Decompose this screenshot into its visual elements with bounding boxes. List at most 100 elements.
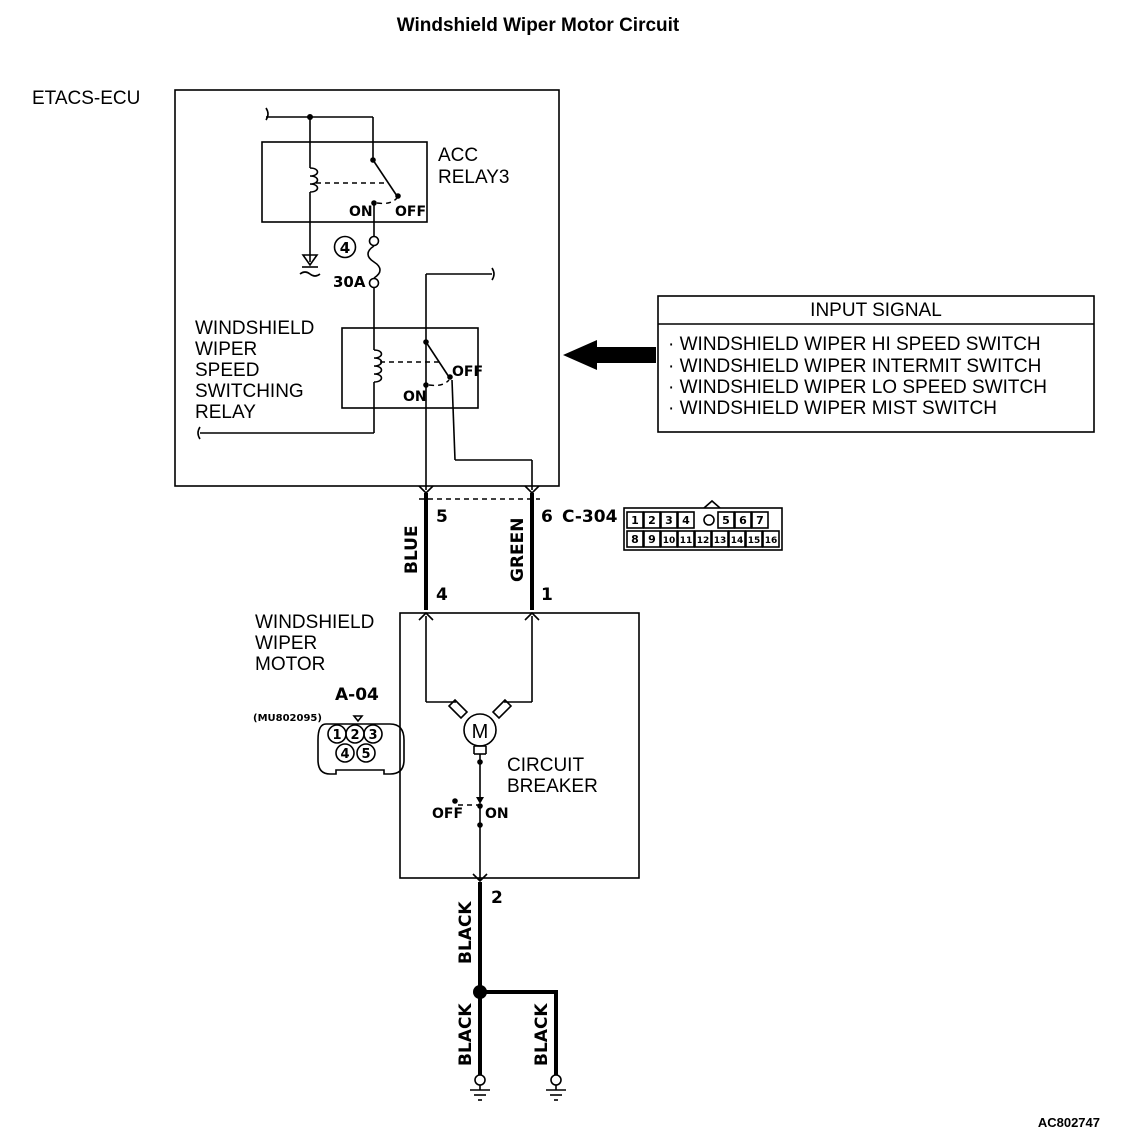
c304-pin-cell (762, 530, 780, 548)
supply-wire-top (265, 107, 373, 121)
ecu-connector-name: C-304 (562, 507, 618, 527)
c304-pin-label: 8 (631, 533, 639, 546)
a04-pin-label: 4 (340, 747, 349, 762)
wire-top-right (425, 267, 495, 385)
black-wire-branch (480, 990, 558, 1075)
c304-pin-label: 1 (631, 514, 639, 527)
motor-pin-4: 4 (436, 585, 448, 605)
black-wire-label-3: BLACK (532, 1003, 552, 1066)
ecu-connector-c304: 5 6 C-304 (418, 485, 618, 527)
c304-pin-cell (751, 511, 769, 529)
input-signal-item-1: · WINDSHIELD WIPER HI SPEED SWITCH (668, 334, 1041, 355)
black-wire-label-2: BLACK (456, 1003, 476, 1066)
input-signal-header: INPUT SIGNAL (810, 300, 942, 321)
ground-section: 2 BLACK BLACK BLACK (456, 873, 566, 1101)
diode-symbol (301, 254, 319, 267)
c304-pin-label: 12 (697, 536, 710, 546)
etacs-ecu-label: ETACS-ECU (32, 88, 140, 109)
c304-pin-cell (728, 530, 746, 548)
input-signal-item-2: · WINDSHIELD WIPER INTERMIT SWITCH (668, 356, 1041, 377)
fuse-number: 4 (340, 239, 350, 257)
c304-pin-cell (745, 530, 763, 548)
wiper-motor-box (399, 612, 640, 879)
motor-symbol-label: M (472, 721, 489, 743)
harness-wires: BLUE GREEN 4 1 (402, 493, 553, 621)
acc-relay-label-2: RELAY3 (438, 167, 509, 188)
a04-pin-label: 2 (350, 728, 359, 743)
speed-relay-on-label: ON (403, 389, 427, 405)
c304-pin-label: 4 (682, 514, 690, 527)
motor-pin-1: 1 (541, 585, 553, 605)
speed-relay-coil (373, 349, 383, 383)
ecu-output-wires (425, 379, 533, 490)
c304-pin-label: 16 (765, 536, 778, 546)
acc-relay: ON OFF ACC RELAY3 (261, 117, 509, 277)
motor-label-2: WIPER (255, 633, 317, 654)
c304-pin-label: 15 (748, 536, 761, 546)
ecu-pin-6: 6 (541, 507, 553, 527)
speed-relay-label-3: SPEED (195, 360, 259, 381)
green-wire-label: GREEN (508, 518, 528, 583)
c304-pin-cell (734, 511, 752, 529)
c304-pin-cell (711, 530, 729, 548)
c304-pin-cell (694, 530, 712, 548)
c304-key-slot (703, 514, 715, 526)
acc-relay-box (261, 141, 428, 223)
fuse-30a: 4 30A (333, 235, 381, 291)
acc-relay-coil (309, 167, 319, 193)
c304-pin-cell (626, 511, 644, 529)
a04-pin-5 (356, 743, 376, 763)
c304-pin-cell (643, 511, 661, 529)
speed-switching-relay: ON OFF WINDSHIELD WIPER SPEED SWITCHING … (195, 318, 483, 440)
breaker-off-label: OFF (432, 806, 463, 822)
c304-pin-cell (717, 511, 735, 529)
ground-symbol-right (546, 1074, 566, 1101)
diagram-title: Windshield Wiper Motor Circuit (397, 15, 680, 36)
fuse-number-circle (333, 235, 357, 259)
motor-pin-2: 2 (491, 888, 503, 908)
a04-pin-label: 1 (332, 728, 341, 743)
c304-pin-cell (643, 530, 661, 548)
a04-pin-label: 5 (361, 747, 370, 762)
a04-pin-label: 3 (368, 728, 377, 743)
input-signal-item-3: · WINDSHIELD WIPER LO SPEED SWITCH (668, 377, 1047, 398)
c304-pin-label: 5 (722, 514, 730, 527)
c304-pin-label: 2 (648, 514, 656, 527)
black-wire-label-1: BLACK (456, 901, 476, 964)
a04-pin-4 (335, 743, 355, 763)
wiper-motor: WINDSHIELD WIPER MOTOR M OFF ON CIRCUIT … (255, 612, 640, 880)
fuse-rating: 30A (333, 273, 366, 291)
speed-relay-label-4: SWITCHING (195, 381, 304, 402)
c304-pin-cell (677, 530, 695, 548)
breaker-label-1: CIRCUIT (507, 755, 584, 776)
c304-pin-cell (677, 511, 695, 529)
c304-pin-label: 14 (731, 536, 744, 546)
a04-connector: A-04 (MU802095) (253, 685, 405, 775)
c304-pin-label: 3 (665, 514, 673, 527)
speed-relay-label-1: WINDSHIELD (195, 318, 314, 339)
ecu-pin-5: 5 (436, 507, 448, 527)
motor-label-3: MOTOR (255, 654, 325, 675)
input-arrow (563, 340, 656, 370)
speed-relay-label-2: WIPER (195, 339, 257, 360)
input-signal-panel: INPUT SIGNAL · WINDSHIELD WIPER HI SPEED… (563, 295, 1095, 433)
a04-pin-3 (363, 724, 383, 744)
figure-code: AC802747 (1038, 1115, 1100, 1130)
breaker-label-2: BREAKER (507, 776, 598, 797)
ground-symbol-left (470, 1074, 490, 1101)
motor-connector-name: A-04 (335, 685, 379, 705)
c304-pin-label: 13 (714, 536, 727, 546)
motor-brush-left (447, 698, 469, 720)
c304-pin-label: 7 (756, 514, 764, 527)
speed-relay-label-5: RELAY (195, 402, 256, 423)
c304-pin-cell (660, 530, 678, 548)
c304-pin-label: 11 (680, 536, 693, 546)
etacs-ecu-box (174, 89, 560, 487)
acc-relay-label-1: ACC (438, 145, 478, 166)
c304-pin-label: 6 (739, 514, 747, 527)
input-signal-box (657, 295, 1095, 433)
acc-relay-off-label: OFF (395, 204, 426, 220)
